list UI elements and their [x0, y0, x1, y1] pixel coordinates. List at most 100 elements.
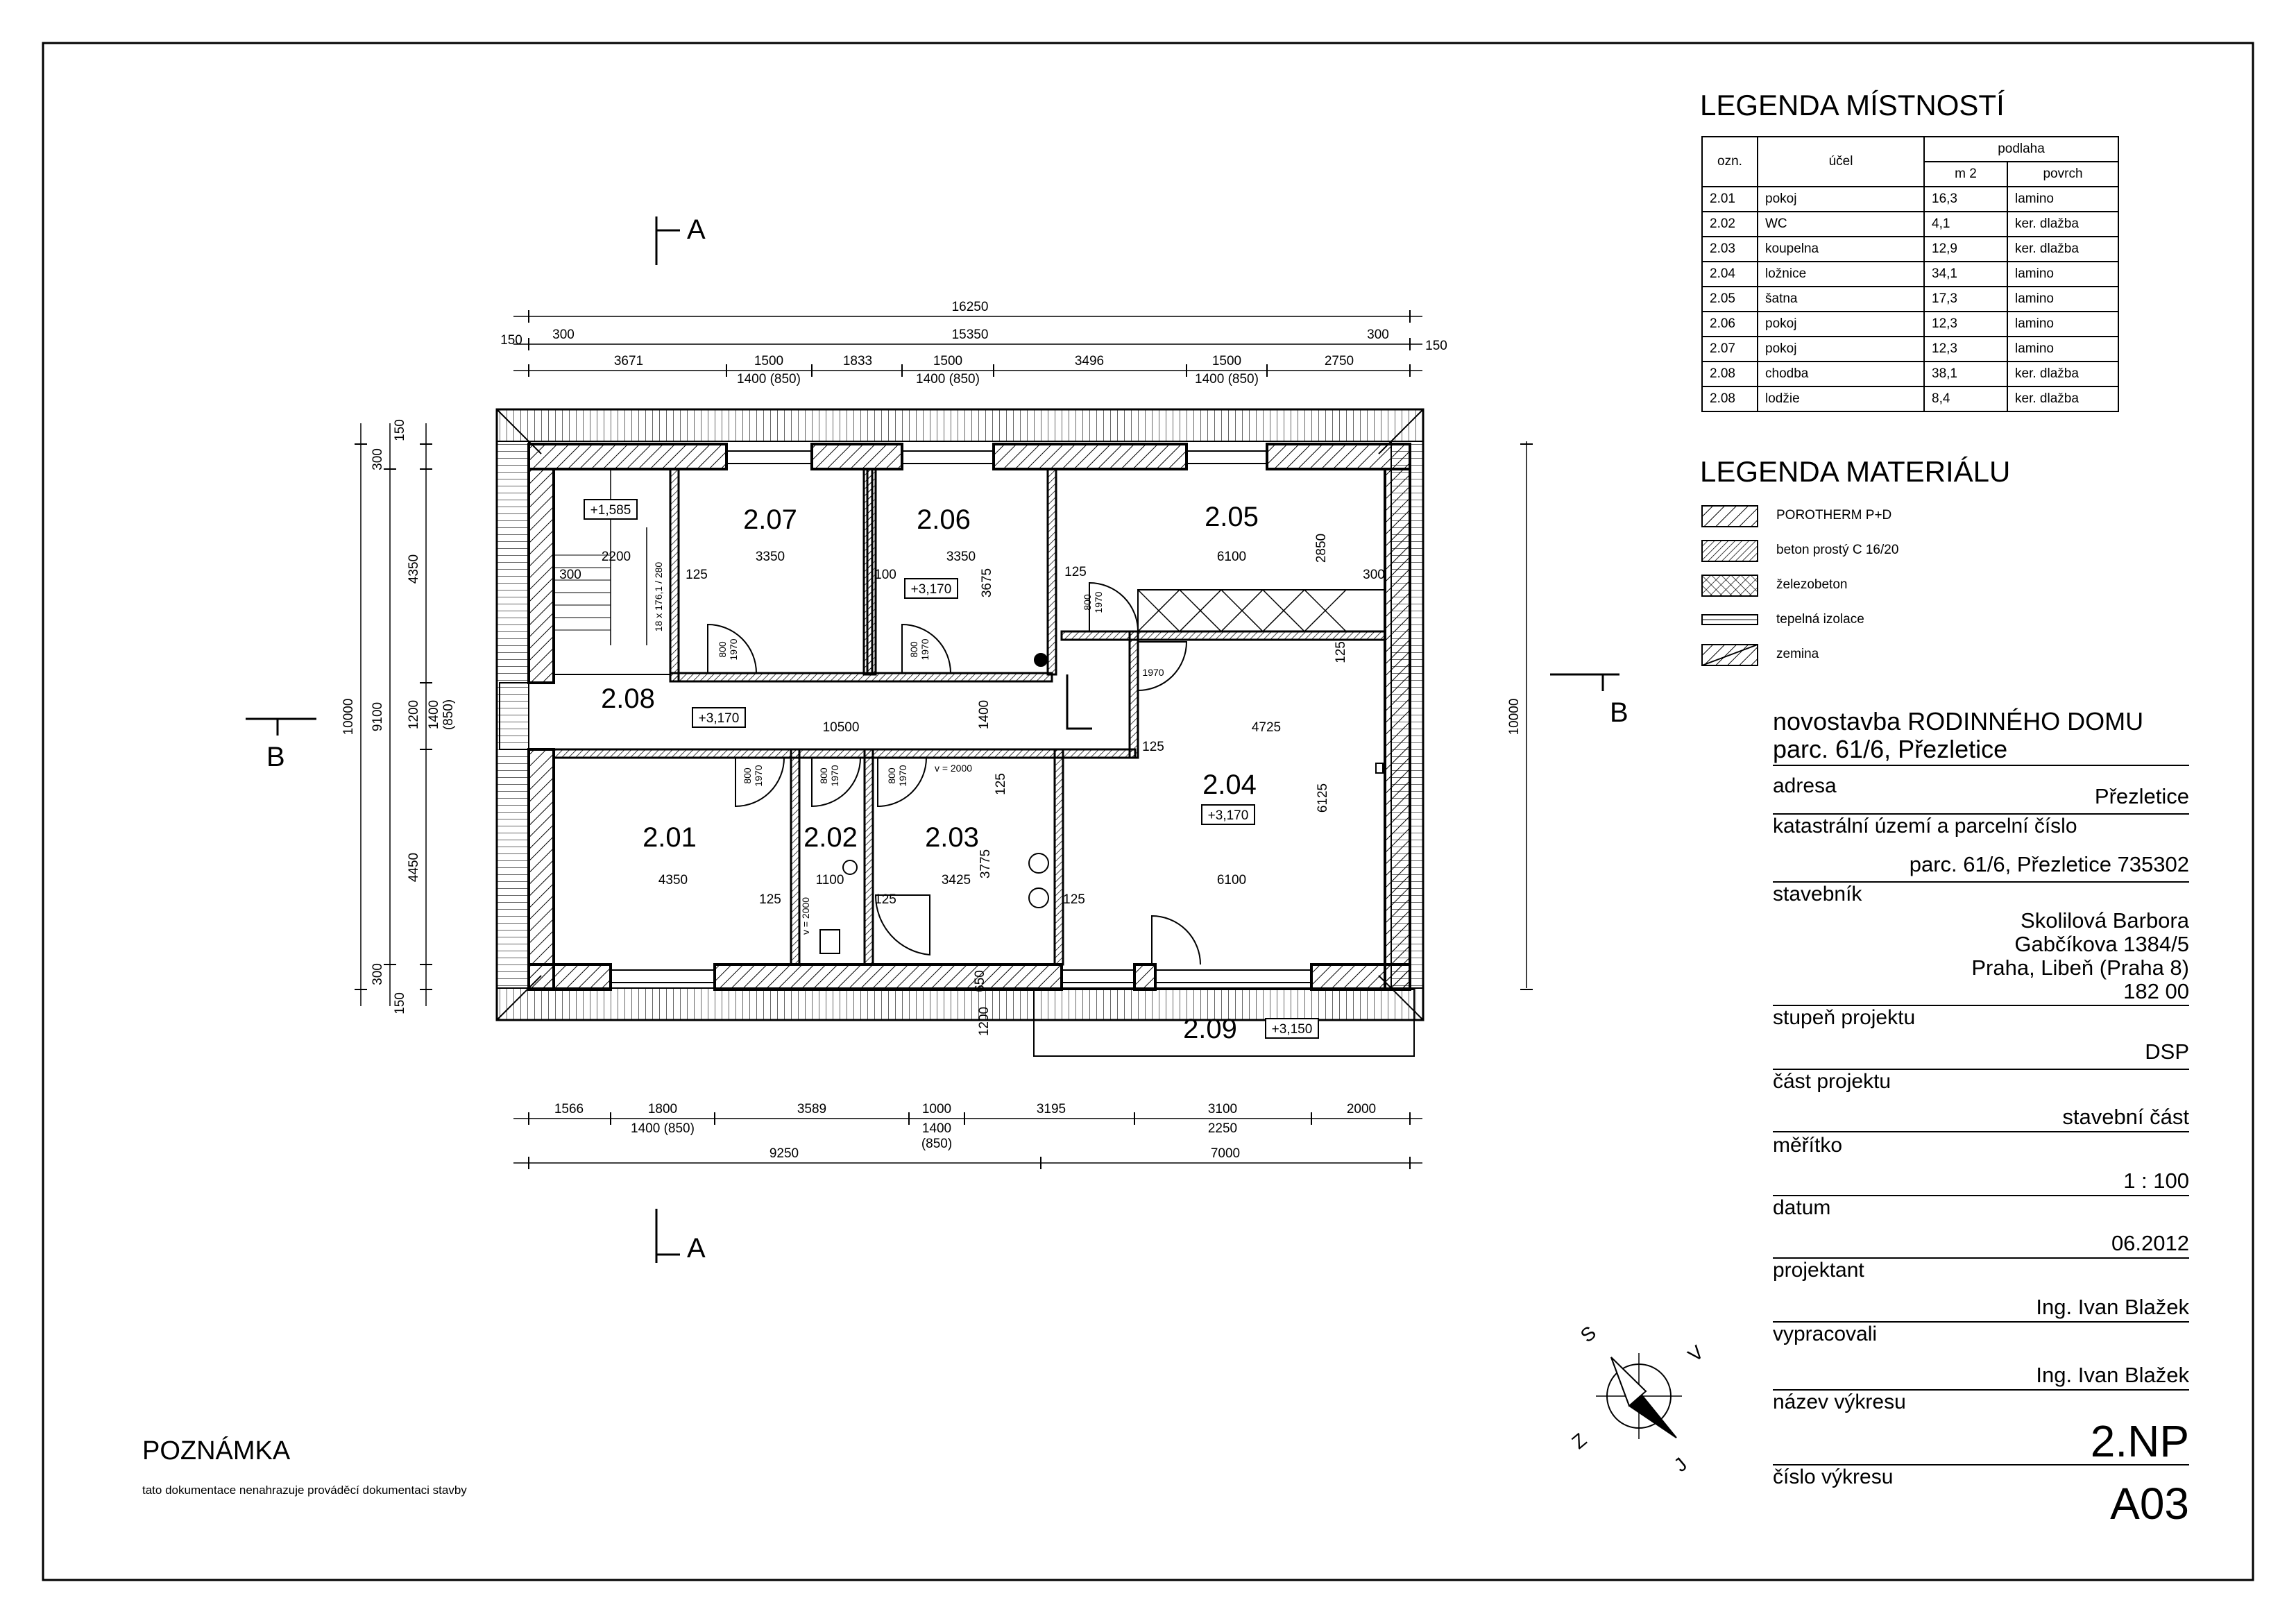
- dim-top-edge: 150: [500, 333, 522, 348]
- svg-text:800: 800: [742, 767, 753, 784]
- svg-text:300: 300: [1363, 568, 1385, 582]
- table-cell-purpose: koupelna: [1757, 236, 1925, 262]
- svg-text:125: 125: [1064, 565, 1087, 579]
- table-cell-code: 2.01: [1701, 186, 1758, 212]
- dim-bottom-total: 7000: [1211, 1146, 1240, 1161]
- address-value: Přezletice: [2094, 784, 2189, 808]
- interior-walls: [552, 468, 1386, 966]
- concrete-swatch: [1701, 540, 1758, 562]
- title-block-divider: [1773, 1321, 2189, 1323]
- material-label: beton prostý C 16/20: [1776, 543, 1899, 557]
- drawing-name-value: 2.NP: [2090, 1416, 2189, 1466]
- svg-text:1400: 1400: [977, 700, 992, 729]
- dim-top-segment: 3496: [1075, 354, 1104, 368]
- table-cell-surface: lamino: [2007, 311, 2119, 337]
- material-label: tepelná izolace: [1776, 612, 1864, 627]
- drawing-number-value: A03: [2110, 1479, 2189, 1529]
- svg-text:6100: 6100: [1217, 873, 1246, 887]
- section-label-a-top: A: [687, 214, 706, 245]
- door-swings: [707, 581, 1201, 965]
- svg-text:v = 2000: v = 2000: [935, 763, 972, 774]
- table-cell-surface: lamino: [2007, 336, 2119, 362]
- dim-top-segment: 2750: [1325, 354, 1354, 368]
- svg-text:4350: 4350: [658, 873, 688, 887]
- level-mark: +3,170: [911, 582, 952, 597]
- svg-text:18 x 176,1 / 280: 18 x 176,1 / 280: [653, 562, 664, 632]
- dim-bottom-segment: 3195: [1037, 1102, 1066, 1116]
- north-arrow: S V J Z: [1567, 1322, 1708, 1476]
- table-cell-code: 2.04: [1701, 261, 1758, 287]
- exterior-walls: [527, 443, 1411, 991]
- dim-top-edge: 300: [552, 328, 575, 342]
- title-block-divider: [1773, 1257, 2189, 1259]
- part-label: část projektu: [1773, 1070, 1891, 1093]
- drawing-number-label: číslo výkresu: [1773, 1465, 1894, 1488]
- title-block-divider: [1773, 765, 2189, 766]
- porotherm-swatch: [1701, 505, 1758, 527]
- room-label: 2.06: [917, 504, 971, 535]
- dim-bottom-segment: 1800: [648, 1102, 677, 1116]
- table-cell-purpose: ložnice: [1757, 261, 1925, 287]
- title-block-divider: [1773, 813, 2189, 815]
- table-cell-surface: ker. dlažba: [2007, 386, 2119, 412]
- designer-value: Ing. Ivan Blažek: [2036, 1295, 2189, 1319]
- insulation-swatch: [1701, 614, 1758, 625]
- dim-left-segment: 4450: [407, 853, 421, 882]
- svg-text:125: 125: [994, 773, 1008, 795]
- level-mark: +3,170: [699, 711, 740, 726]
- dim-bottom-segment: 1000: [922, 1102, 951, 1116]
- room-label: 2.01: [643, 822, 697, 853]
- table-cell-purpose: chodba: [1757, 361, 1925, 387]
- table-cell-surface: lamino: [2007, 286, 2119, 312]
- investor-line: 182 00: [2123, 979, 2189, 1003]
- room-labels: 2.07 2.06 2.05 2.08 2.01 2.02 2.03 2.04 …: [601, 502, 1259, 1044]
- dim-right-outer: 10000: [1507, 699, 1522, 736]
- svg-text:800: 800: [886, 767, 897, 784]
- dim-top-inner: 15350: [952, 328, 989, 342]
- dim-left-segment: 150: [393, 992, 407, 1014]
- level-mark: +3,150: [1272, 1022, 1313, 1037]
- svg-text:650: 650: [973, 970, 987, 992]
- designer-label: projektant: [1773, 1259, 1864, 1282]
- dim-top-segment: 1500: [933, 354, 962, 368]
- title-block-divider: [1773, 1464, 2189, 1465]
- dim-left-window: 1400: [427, 700, 441, 729]
- investor-line: Praha, Libeň (Praha 8): [1971, 955, 2189, 980]
- dim-left-segment: 150: [393, 419, 407, 441]
- table-cell-surface: lamino: [2007, 186, 2119, 212]
- dim-bottom-segment: 3589: [797, 1102, 826, 1116]
- svg-text:100: 100: [874, 568, 896, 582]
- part-value: stavební část: [2062, 1105, 2189, 1129]
- dimension-lines: [360, 316, 1527, 1164]
- material-label: POROTHERM P+D: [1776, 508, 1892, 522]
- investor-value: Skolilová Barbora Gabčíkova 1384/5 Praha…: [1971, 909, 2189, 1003]
- level-mark: +3,170: [1208, 808, 1249, 823]
- dim-top-window: 1400 (850): [916, 372, 980, 386]
- svg-text:125: 125: [759, 892, 781, 907]
- dim-left-window: (850): [441, 699, 456, 730]
- dim-top-window: 1400 (850): [1195, 372, 1259, 386]
- dim-bottom-sub: (850): [921, 1137, 952, 1151]
- dim-top-edge: 150: [1425, 339, 1447, 353]
- address-label: adresa: [1773, 774, 1837, 797]
- svg-text:125: 125: [1142, 740, 1164, 754]
- svg-text:1970: 1970: [897, 765, 908, 786]
- col-code-header: ozn.: [1701, 136, 1758, 187]
- dim-top-total: 16250: [952, 300, 989, 314]
- table-cell-area: 16,3: [1923, 186, 2008, 212]
- dim-bottom-segment: 2000: [1347, 1102, 1376, 1116]
- table-cell-code: 2.08: [1701, 361, 1758, 387]
- table-cell-purpose: lodžie: [1757, 386, 1925, 412]
- svg-text:300: 300: [559, 568, 581, 582]
- svg-text:6100: 6100: [1217, 550, 1246, 564]
- project-title-line1: novostavba RODINNÉHO DOMU: [1773, 707, 2144, 736]
- table-cell-area: 17,3: [1923, 286, 2008, 312]
- svg-text:800: 800: [1082, 594, 1093, 611]
- reinforced-concrete-swatch: [1701, 575, 1758, 597]
- svg-text:3775: 3775: [978, 849, 993, 878]
